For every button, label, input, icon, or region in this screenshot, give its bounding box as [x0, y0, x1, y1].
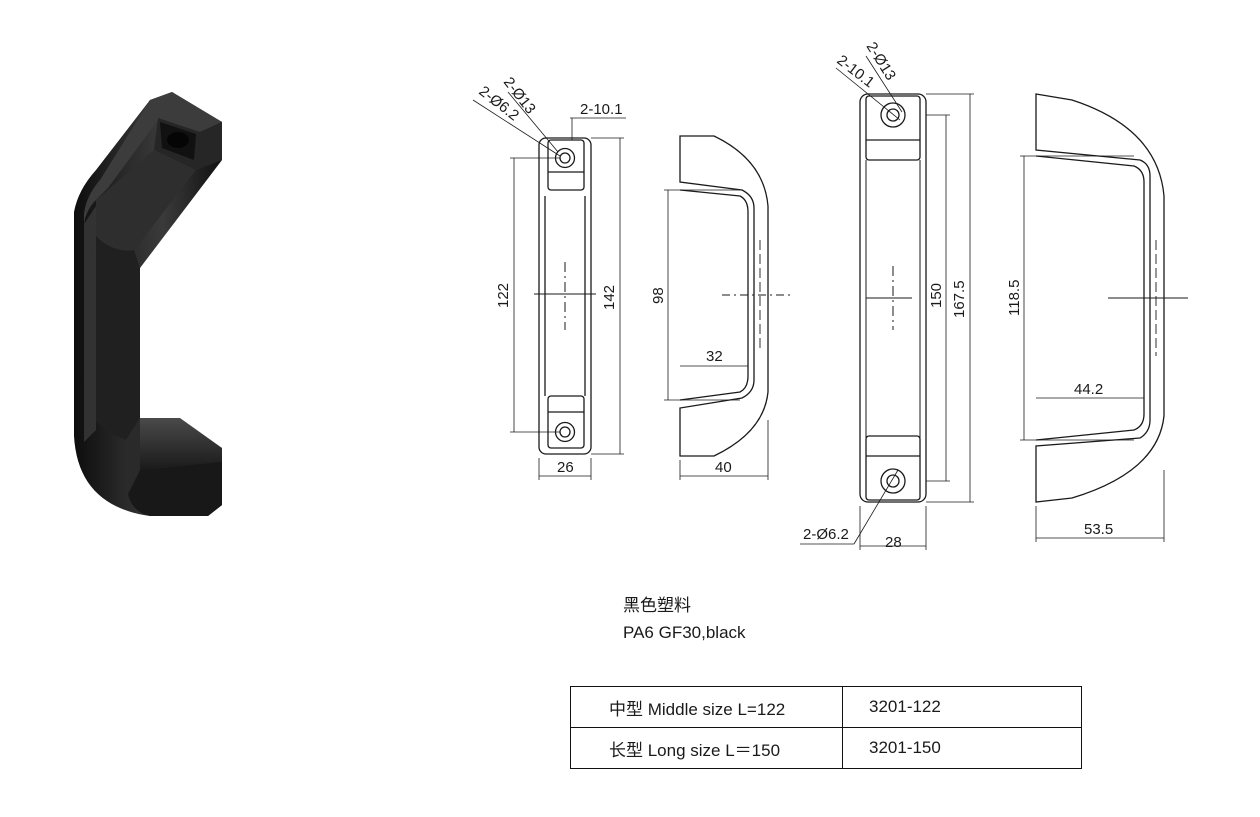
label-long-hole-pitch: 150: [928, 283, 945, 308]
label-long-inner-depth: 44.2: [1074, 381, 1103, 398]
middle-front-view: [472, 91, 626, 480]
label-middle-recess: 2-10.1: [580, 101, 623, 118]
material-cn: 黑色塑料: [623, 596, 691, 615]
label-middle-depth: 40: [715, 459, 732, 476]
material-note: 黑色塑料 PA6 GF30,black: [623, 592, 746, 646]
handle-3d-render: [74, 92, 222, 516]
material-en: PA6 GF30,black: [623, 623, 746, 642]
label-middle-overall-length: 142: [601, 285, 618, 310]
label-middle-hole-pitch: 122: [495, 283, 512, 308]
parts-table: 中型 Middle size L=122 3201-122 长型 Long si…: [570, 686, 1082, 769]
long-side-labels: 118.5 44.2 53.5: [1006, 280, 1113, 538]
long-side-view: [1020, 93, 1188, 542]
label-long-width: 28: [885, 534, 902, 551]
long-front-labels: 2-Ø13 2-10.1 150 167.5 2-Ø6.2 28: [803, 39, 968, 551]
label-middle-inner-length: 98: [650, 287, 667, 304]
size-cell: 中型 Middle size L=122: [570, 686, 843, 728]
part-number-cell: 3201-150: [842, 727, 1082, 769]
long-front-view: [800, 55, 974, 550]
label-long-depth: 53.5: [1084, 521, 1113, 538]
table-row: 中型 Middle size L=122 3201-122: [570, 686, 1082, 728]
label-long-overall-length: 167.5: [951, 280, 968, 318]
label-long-holes-small: 2-Ø6.2: [803, 526, 849, 543]
middle-side-view: [664, 135, 792, 480]
middle-front-labels: 2-Ø13 2-Ø6.2 2-10.1 122 142 26: [476, 74, 623, 476]
middle-side-labels: 98 32 40: [650, 287, 732, 476]
part-number-cell: 3201-122: [842, 686, 1082, 728]
table-row: 长型 Long size L＝150 3201-150: [570, 727, 1082, 769]
size-cell: 长型 Long size L＝150: [570, 727, 843, 769]
label-long-inner-length: 118.5: [1006, 280, 1023, 316]
label-middle-width: 26: [557, 459, 574, 476]
label-middle-inner-depth: 32: [706, 348, 723, 365]
